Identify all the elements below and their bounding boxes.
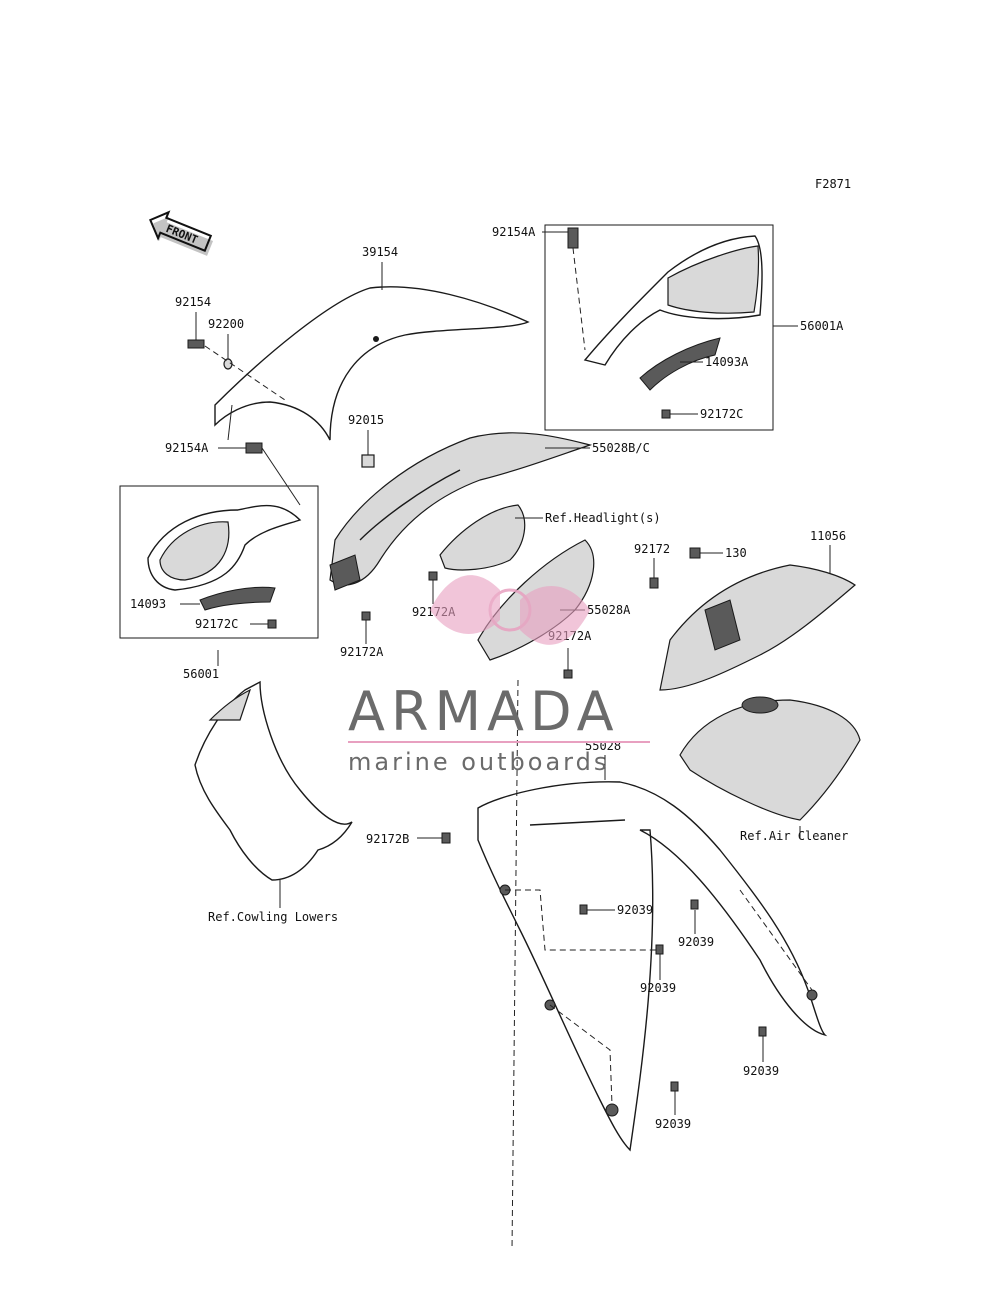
label-92172C-left: 92172C [195,617,238,631]
label-92172: 92172 [634,542,670,556]
label-92200: 92200 [208,317,244,331]
label-ref-air-cleaner: Ref.Air Cleaner [740,829,848,843]
label-92015: 92015 [348,413,384,427]
label-92172C-right: 92172C [700,407,743,421]
label-14093: 14093 [130,597,166,611]
mirror-right-part [544,224,774,431]
label-55028BC: 55028B/C [592,441,650,455]
label-ref-headlight: Ref.Headlight(s) [545,511,661,525]
watermark-subtitle: marine outboards [348,748,609,776]
air-cleaner-part [679,696,861,821]
watermark-logo: ARMADA marine outboards [348,575,650,776]
label-39154: 39154 [362,245,398,259]
label-92039-a: 92039 [617,903,653,917]
label-92039-e: 92039 [655,1117,691,1131]
label-92154A-top: 92154A [492,225,536,239]
cowling-lower-part [194,680,353,881]
label-ref-cowling-lowers: Ref.Cowling Lowers [208,910,338,924]
label-55028A: 55028A [587,603,631,617]
figure-code: F2871 [815,177,851,191]
front-arrow-icon: FRONT [149,210,214,256]
label-92039-c: 92039 [640,981,676,995]
label-11056: 11056 [810,529,846,543]
windshield-part [214,286,530,441]
label-92172B: 92172B [366,832,409,846]
label-92154A-left: 92154A [165,441,209,455]
label-92039-d: 92039 [743,1064,779,1078]
label-14093A: 14093A [705,355,749,369]
headlight-bracket-part [439,504,526,571]
mirror-left-part [119,485,319,639]
watermark-title: ARMADA [348,680,620,743]
bolt-icon [245,442,301,506]
label-92154: 92154 [175,295,211,309]
air-intake-part [659,564,856,691]
bolt-icon [187,339,205,349]
label-92172A-b: 92172A [340,645,384,659]
grommet-icon [361,454,375,468]
propeller-icon [430,575,590,645]
label-56001A: 56001A [800,319,844,333]
label-92039-b: 92039 [678,935,714,949]
label-56001: 56001 [183,667,219,681]
label-130: 130 [725,546,747,560]
